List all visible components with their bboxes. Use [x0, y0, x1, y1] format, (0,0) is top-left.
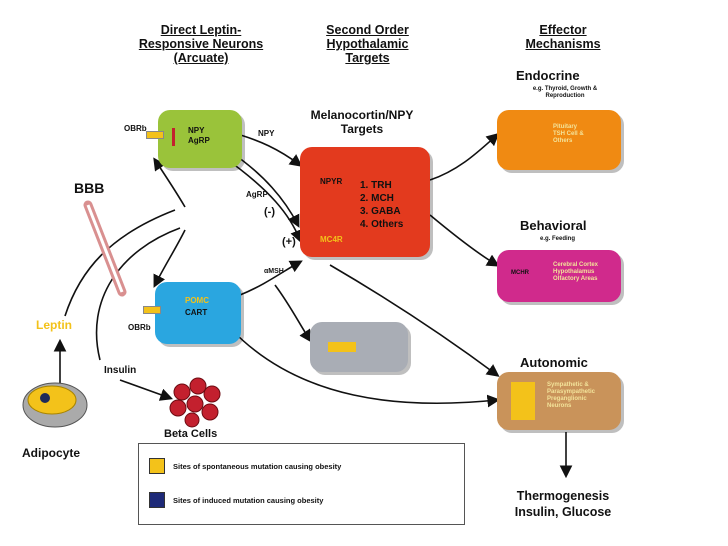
header-effector-mechanisms: Effector Mechanisms: [525, 23, 601, 51]
yellow-swatch-icon: [149, 458, 165, 474]
leptin-label: Leptin: [36, 318, 72, 332]
melanocortin-title: Melanocortin/NPY Targets: [310, 108, 414, 136]
behavioral-box-text: Cerebral Cortex Hypothalamus Olfactory A…: [553, 262, 599, 282]
autonomic-title: Autonomic: [520, 355, 588, 370]
mc3r-mutation-site: [328, 342, 356, 352]
obrb-receptor-top: [146, 131, 164, 139]
endocrine-effector-box: Pituitary TSH Cell & Others: [497, 110, 621, 170]
legend-row-induced: Sites of induced mutation causing obesit…: [149, 492, 323, 508]
arrow-red-to-behavioral: [429, 214, 500, 267]
adipocyte-cell: [22, 382, 88, 428]
bbb-barrier: [83, 200, 127, 297]
mchr-label: MCHR: [511, 270, 529, 276]
arrow-cross-to-pomc: [153, 229, 186, 288]
npy-label: NPY: [188, 126, 205, 135]
header-direct-leptin-neurons: Direct Leptin- Responsive Neurons (Arcua…: [138, 23, 264, 65]
behavioral-title: Behavioral: [520, 218, 587, 233]
insulin-label: Insulin: [104, 365, 137, 376]
mc3r-target-box: [310, 322, 408, 372]
obrb-bottom-label: OBRb: [128, 323, 151, 332]
melanocortin-npy-target-box: NPYR MC4R 1. TRH 2. MCH 3. GABA 4. Other…: [300, 147, 430, 257]
autonomic-effector-box: Sympathetic & Parasympathetic Preganglio…: [497, 372, 621, 430]
target-item-4: 4. Others: [360, 219, 404, 230]
npyr-label: NPYR: [320, 177, 343, 186]
arrow-red-to-autonomic: [329, 264, 500, 377]
behavioral-subtitle: e.g. Feeding: [540, 236, 576, 242]
endocrine-subtitle: e.g. Thyroid, Growth & Reproduction: [532, 86, 598, 99]
amsh-label: αMSH: [264, 268, 284, 275]
npy-agrp-neuron-box: NPY AgRP: [158, 110, 242, 168]
obrb-top-label: OBRb: [124, 124, 147, 133]
arrow-insulin-loop: [95, 227, 181, 361]
thermogenesis-label: Thermogenesis Insulin, Glucose: [514, 489, 612, 519]
arrow-insulin-to-beta: [119, 379, 174, 401]
plus-label: (+): [282, 236, 296, 248]
pomc-cart-neuron-box: POMC CART: [155, 282, 241, 344]
obrb-receptor-bottom: [143, 306, 161, 314]
arrow-leptin-up: [64, 209, 176, 317]
arrow-cross-to-npy: [153, 157, 186, 208]
red-arrow-icon: [172, 128, 175, 146]
beta-cells-label: Beta Cells: [164, 428, 218, 440]
navy-swatch-icon: [149, 492, 165, 508]
npy-arrow-label: NPY: [258, 129, 275, 138]
behavioral-effector-box: MCHR Cerebral Cortex Hypothalamus Olfact…: [497, 250, 621, 302]
legend-box: Sites of spontaneous mutation causing ob…: [138, 443, 465, 525]
pomc-label: POMC: [185, 296, 209, 305]
minus-label: (-): [264, 206, 275, 218]
agrp-label: AgRP: [188, 136, 210, 145]
legend-spontaneous-text: Sites of spontaneous mutation causing ob…: [173, 461, 342, 471]
cart-label: CART: [185, 308, 208, 317]
legend-induced-text: Sites of induced mutation causing obesit…: [173, 495, 324, 505]
target-item-1: 1. TRH: [360, 180, 392, 191]
autonomic-mutation-site: [511, 382, 535, 420]
autonomic-box-text: Sympathetic & Parasympathetic Preganglio…: [547, 382, 596, 409]
target-item-3: 3. GABA: [360, 206, 401, 217]
endocrine-title: Endocrine: [516, 68, 580, 83]
arrow-pomc-to-autonomic: [231, 329, 501, 408]
legend-row-spontaneous: Sites of spontaneous mutation causing ob…: [149, 458, 341, 474]
bbb-label: BBB: [74, 180, 105, 196]
arrow-npy-to-mc4r: [224, 157, 303, 243]
arrow-red-to-endocrine: [429, 132, 500, 181]
arrow-pomc-to-red: [239, 260, 303, 296]
mc4r-label: MC4R: [320, 235, 343, 244]
agrp-arrow-label: AgRP: [246, 190, 268, 199]
target-item-2: 2. MCH: [360, 193, 394, 204]
target-list: 1. TRH 2. MCH 3. GABA 4. Others: [360, 179, 403, 231]
endocrine-box-text: Pituitary TSH Cell & Others: [553, 124, 584, 144]
header-second-order-targets: Second Order Hypothalamic Targets: [326, 23, 409, 65]
adipocyte-label: Adipocyte: [22, 446, 81, 460]
beta-cells-cluster: [169, 377, 221, 428]
arrow-pomc-to-gray: [274, 284, 312, 343]
